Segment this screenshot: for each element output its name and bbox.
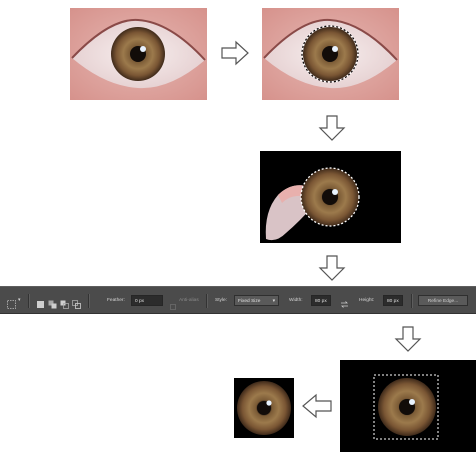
fixed-size-selection-image [340, 360, 476, 452]
original-eye-photo [70, 8, 207, 100]
subtract-from-selection-icon[interactable] [60, 296, 69, 305]
height-input[interactable]: 80 px [383, 295, 403, 306]
style-select[interactable]: Fixed Size ▾ [234, 295, 279, 306]
arrow-down-icon [318, 114, 346, 142]
cropped-iris-result [234, 378, 294, 438]
intersect-selection-icon[interactable] [72, 296, 81, 305]
style-label: Style: [215, 295, 227, 306]
add-to-selection-icon[interactable] [48, 296, 57, 305]
feather-input[interactable]: 0 px [131, 295, 163, 306]
style-select-value: Fixed Size [238, 299, 260, 304]
width-label: Width: [289, 295, 303, 306]
arrow-left-icon [301, 392, 333, 420]
height-label: Height: [359, 295, 374, 306]
selected-eye-photo [262, 8, 399, 100]
checkbox-icon[interactable] [170, 297, 176, 303]
new-selection-icon[interactable] [36, 296, 45, 305]
swap-icon[interactable] [340, 296, 349, 305]
chevron-down-icon[interactable]: ▾ [18, 295, 20, 306]
feather-label: Feather: [107, 295, 125, 306]
width-input[interactable]: 80 px [311, 295, 331, 306]
elliptical-marquee-icon[interactable] [7, 296, 16, 305]
antialias-label[interactable]: Anti-alias [179, 295, 199, 306]
options-bar: ▾ Feather: 0 px Anti-alias Style: Fixed … [0, 286, 476, 314]
isolated-iris-image [260, 151, 401, 243]
arrow-down-icon [394, 325, 422, 353]
arrow-down-icon [318, 254, 346, 282]
refine-edge-button[interactable]: Refine Edge... [418, 295, 468, 306]
arrow-right-icon [220, 40, 250, 66]
chevron-down-icon: ▾ [273, 296, 275, 307]
